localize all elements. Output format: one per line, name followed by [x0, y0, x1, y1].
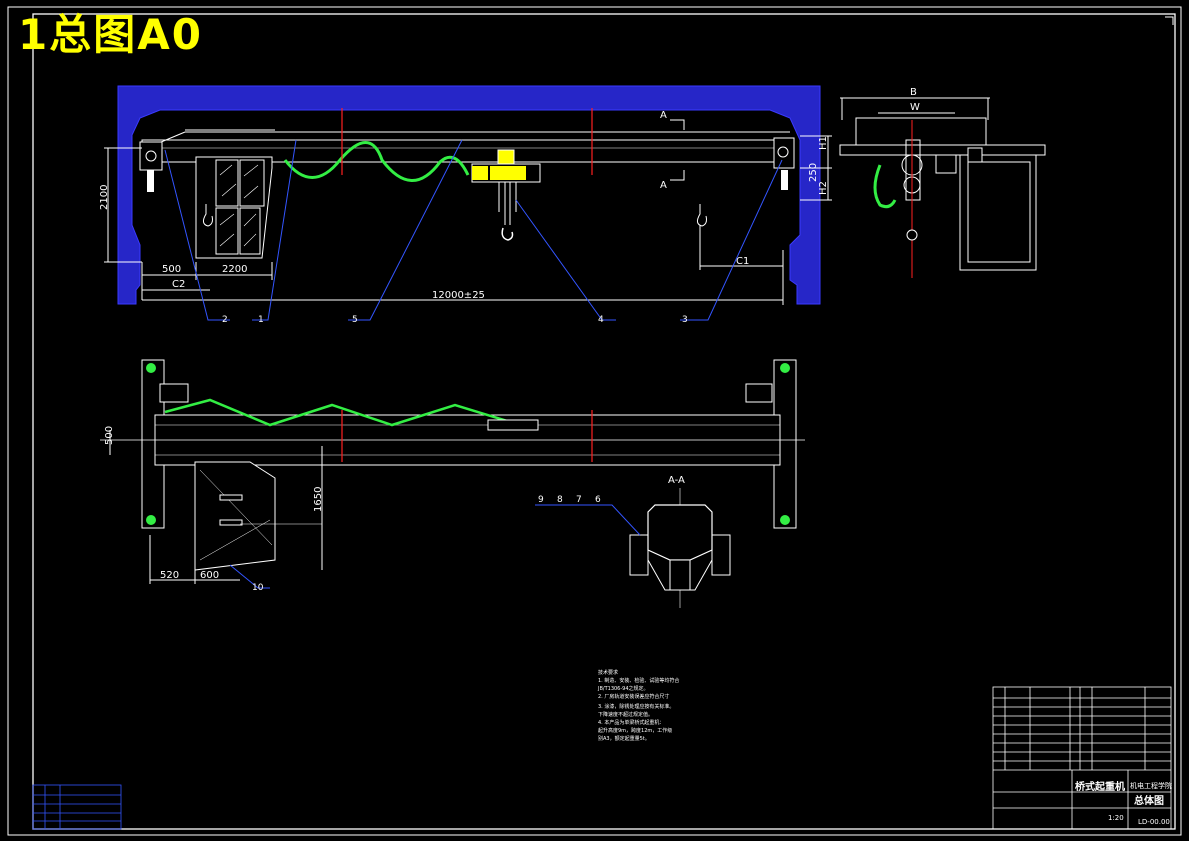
- revision-block: [32, 784, 122, 830]
- school-name: 机电工程学院: [1130, 781, 1172, 790]
- notes-heading: 技术要求: [598, 669, 618, 676]
- festoon-cable: [283, 141, 470, 182]
- dim-span: 12000±25: [432, 290, 485, 301]
- inner-border: [32, 13, 1176, 830]
- dim-h1: H1: [818, 136, 829, 150]
- note-line-4: 3. 涂漆，除锈处理应按有关标准。: [598, 703, 674, 710]
- callout-9: 9: [538, 495, 544, 505]
- section-mark-top: A: [660, 110, 667, 121]
- dim-height-2100: 2100: [99, 185, 110, 210]
- hook-right: [696, 204, 707, 227]
- dim-w: W: [910, 102, 920, 113]
- dim-2200: 2200: [222, 264, 247, 275]
- corner-mark: [1165, 16, 1174, 25]
- plan-festoon-cable: [164, 398, 521, 427]
- callout-2: 2: [222, 315, 228, 325]
- title-block: 桥式起重机 机电工程学院 总体图 1:20 LD-00.00: [992, 686, 1172, 830]
- plan-cab: [194, 461, 276, 571]
- drawing-code: LD-00.00: [1138, 818, 1170, 826]
- dim-600: 600: [200, 570, 219, 581]
- building-wall: [117, 85, 821, 305]
- callout-3: 3: [682, 315, 688, 325]
- plan-view: 1650 500 520 600 10: [100, 359, 805, 593]
- side-view: B W: [839, 87, 1046, 278]
- note-line-8: 别A3，额定起重量5t。: [598, 735, 650, 742]
- dim-500: 500: [162, 264, 181, 275]
- note-line-1: 1. 制造、安装、检验、试验等均符合: [598, 677, 679, 684]
- sheet-title: 1总图A0: [18, 10, 203, 59]
- callout-8: 8: [557, 495, 563, 505]
- section-mark-bottom: A: [660, 180, 667, 191]
- outer-border: [7, 6, 1182, 836]
- dim-c2: C2: [172, 279, 185, 290]
- scale: 1:20: [1108, 814, 1124, 822]
- note-line-7: 起升高度9m，跨度12m，工作级: [598, 727, 672, 734]
- technical-notes: 技术要求 1. 制造、安装、检验、试验等均符合 JB/T1306-94之规定。 …: [597, 669, 679, 742]
- callout-6: 6: [595, 495, 601, 505]
- hook-left: [202, 204, 213, 227]
- note-line-5: 下降速度不超过规定值。: [598, 711, 653, 718]
- callout-1: 1: [258, 315, 264, 325]
- section-a-a: A-A 9 8 7 6: [535, 475, 731, 608]
- note-line-6: 4. 本产品为单梁桥式起重机：: [598, 719, 664, 726]
- callout-4: 4: [598, 315, 604, 325]
- electric-hoist: [471, 149, 541, 241]
- section-title: A-A: [668, 475, 685, 486]
- callout-7: 7: [576, 495, 582, 505]
- note-line-3: 2. 厂房轨道安装误差应符合尺寸: [598, 693, 669, 700]
- dim-520: 520: [160, 570, 179, 581]
- elevation-view: A A 2100 500 2200 C2 12000±25 C1 H1 H2 2…: [99, 85, 832, 325]
- dim-h2: H2: [818, 181, 829, 195]
- dim-1650: 1650: [313, 487, 324, 512]
- drawing-name: 总体图: [1134, 794, 1164, 807]
- product-name: 桥式起重机: [1075, 780, 1125, 793]
- dim-plan-500: 500: [104, 426, 115, 445]
- callout-10: 10: [252, 583, 264, 593]
- dim-b: B: [910, 87, 917, 98]
- dim-250: 250: [808, 163, 819, 182]
- callout-5: 5: [352, 315, 358, 325]
- note-line-2: JB/T1306-94之规定。: [597, 685, 649, 692]
- dim-c1: C1: [736, 256, 749, 267]
